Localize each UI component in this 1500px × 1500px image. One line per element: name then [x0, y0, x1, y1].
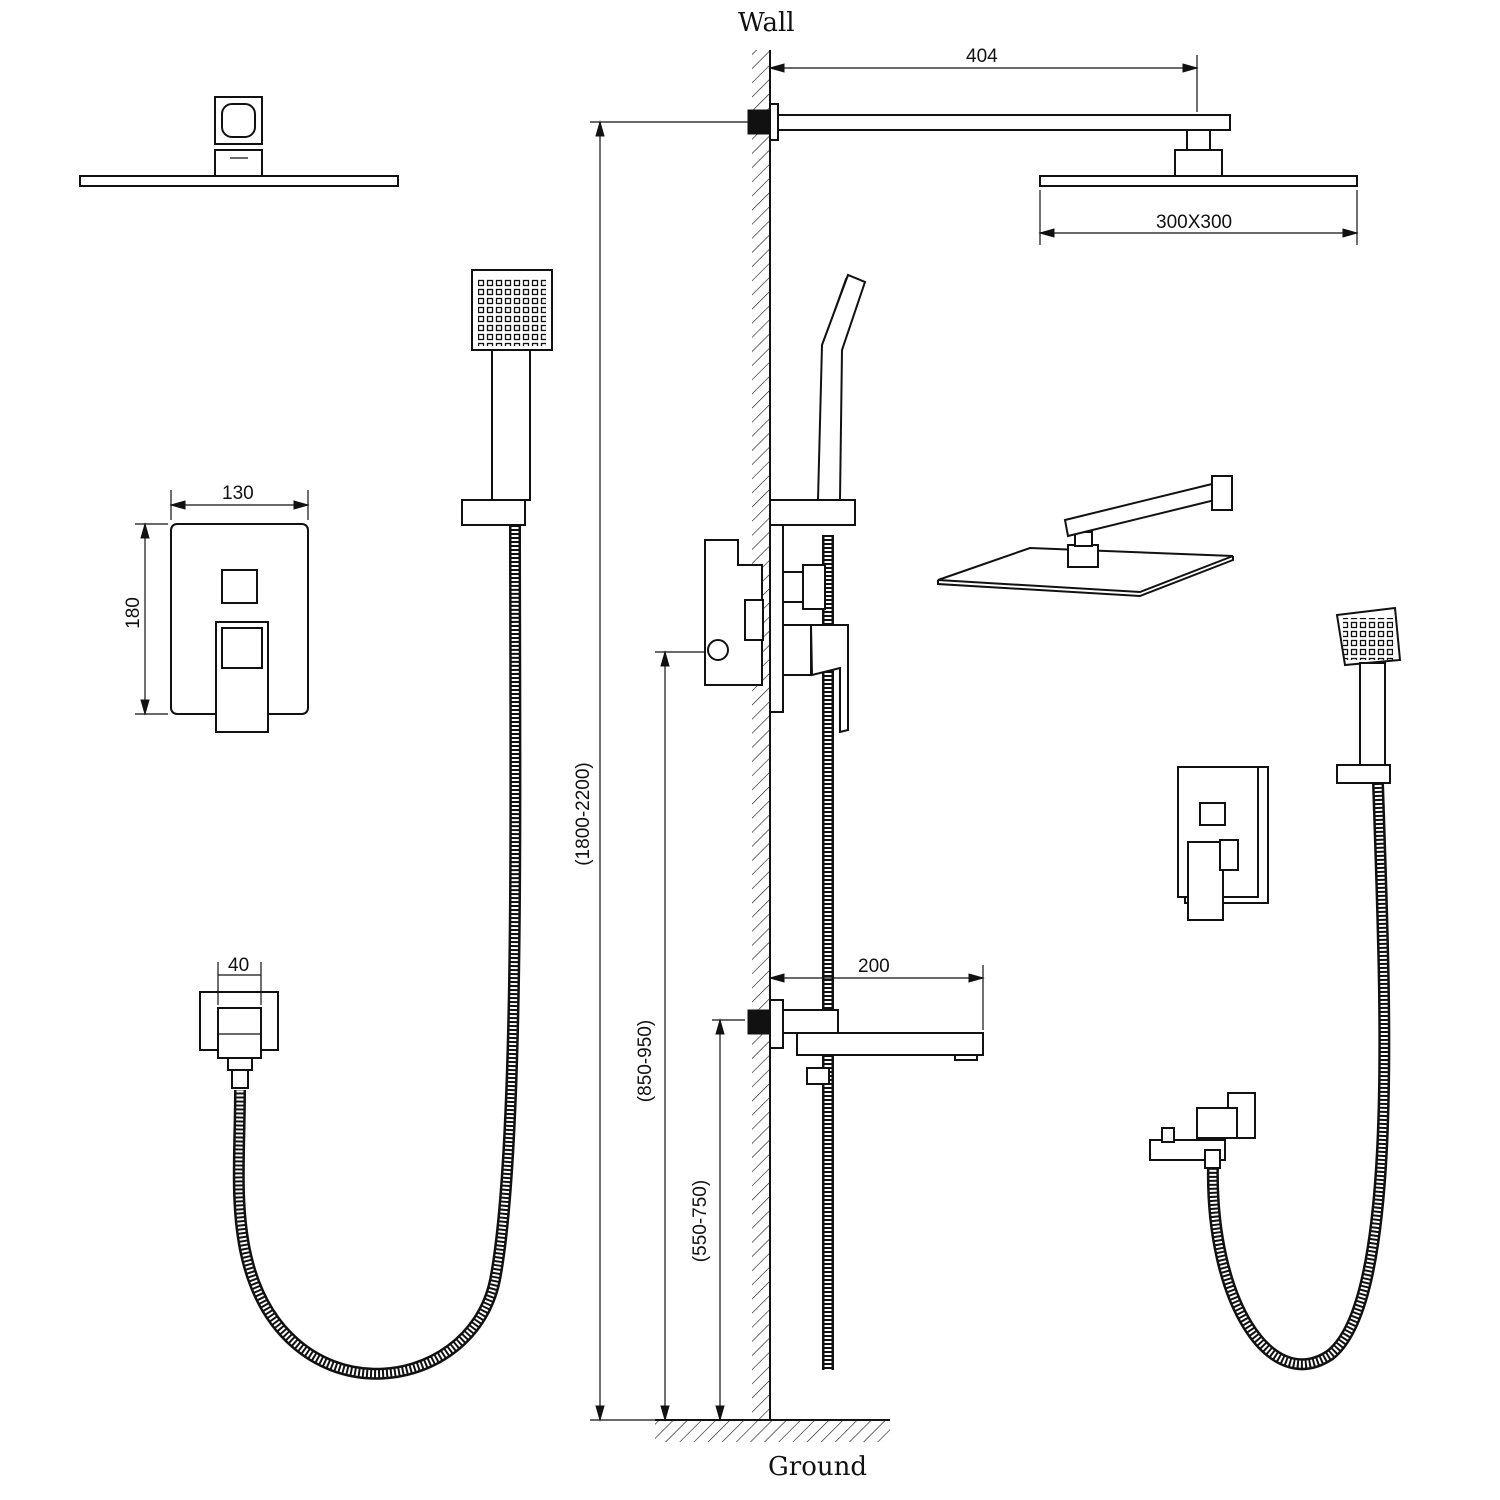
ground-label: Ground: [768, 1452, 867, 1482]
head-height-label: (1800-2200): [572, 762, 594, 866]
wall-outlet-front-view: [199, 962, 279, 1089]
dimension-head-height: [590, 120, 750, 1422]
wall-label: Wall: [738, 8, 795, 38]
spout-perspective: [1149, 1092, 1256, 1169]
shower-head-perspective: [937, 475, 1234, 598]
spout-length-label: 200: [858, 956, 890, 977]
mixer-valve-perspective: [1177, 766, 1269, 921]
handheld-shower-right: [1206, 606, 1402, 1371]
spout-height-from-ground-label: (550-750): [690, 1179, 712, 1263]
installed-mixer-side-view: [704, 273, 867, 1370]
outlet-width-label: 40: [228, 955, 250, 976]
wall: [752, 50, 771, 1420]
valve-height-label: 180: [122, 597, 144, 629]
mixer-valve-front-view: [135, 490, 310, 733]
head-size-label: 300X300: [1156, 212, 1233, 233]
installed-spout-side-view: [747, 965, 985, 1085]
valve-height-from-ground-label: (850-950): [635, 1019, 657, 1103]
shower-head-front-view: [79, 96, 399, 187]
dimension-valve-height: [655, 650, 720, 1422]
valve-width-label: 130: [222, 483, 254, 504]
ground: [655, 1419, 890, 1442]
installed-shower-arm: [747, 55, 1231, 141]
handheld-shower-left: [232, 269, 553, 1380]
installed-shower-head: [1038, 129, 1359, 245]
arm-length-label: 404: [966, 46, 998, 67]
dimension-spout-height: [712, 1018, 745, 1422]
